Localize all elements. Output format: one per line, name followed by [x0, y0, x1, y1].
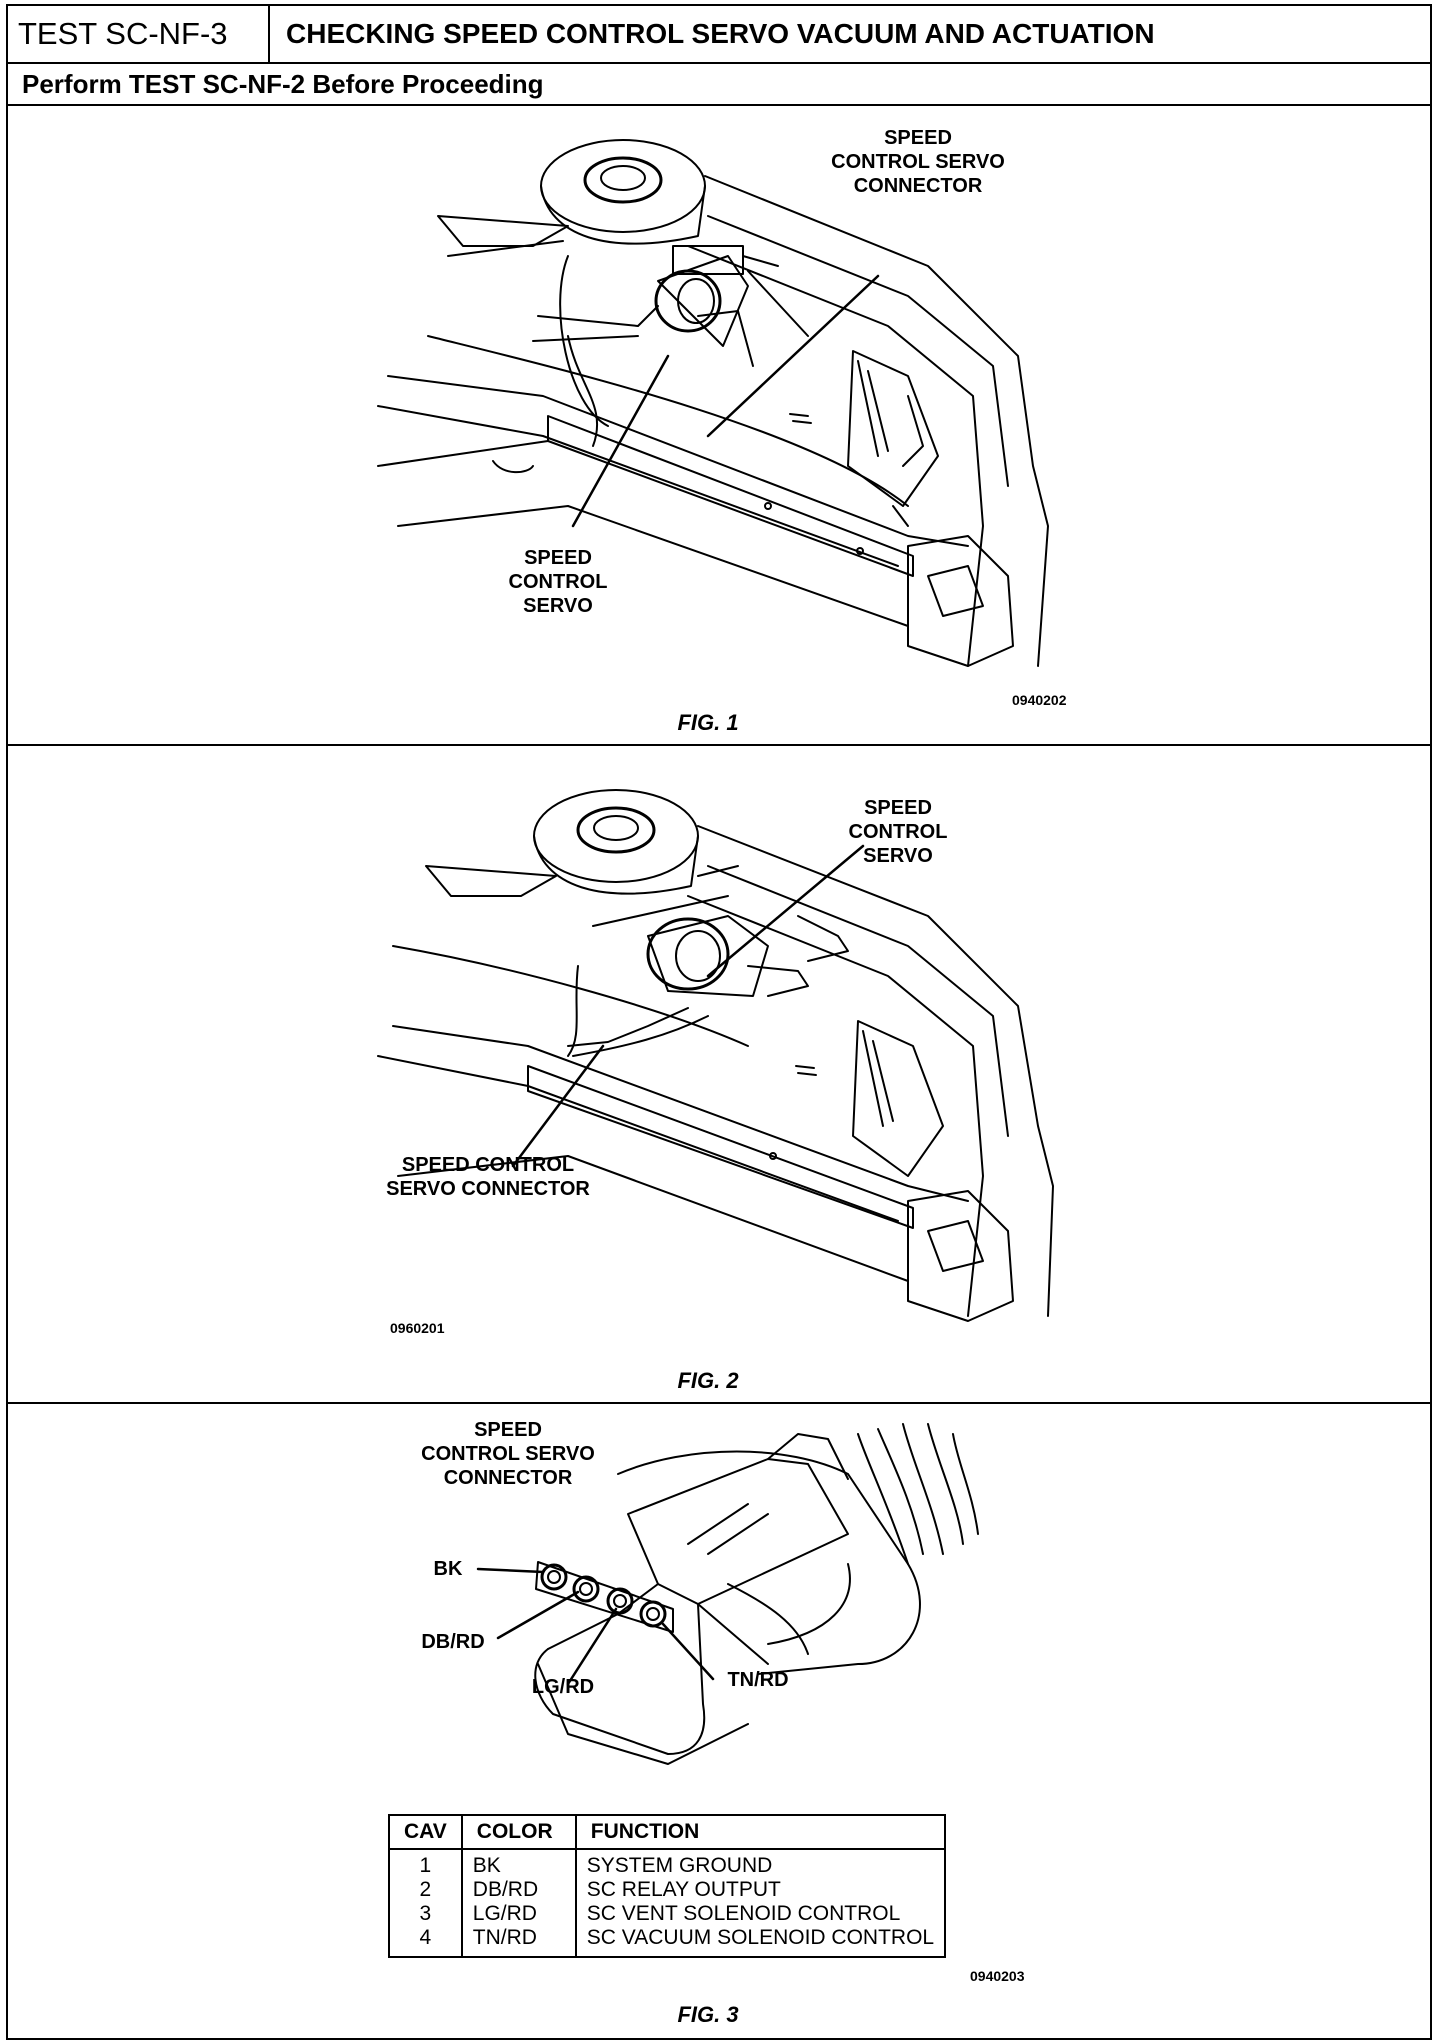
label-line: CONNECTOR: [853, 175, 983, 197]
fig3-caption: FIG. 3: [677, 2002, 739, 2027]
column-header: FUNCTION: [575, 1815, 946, 1850]
fig1-connector-label: SPEED CONTROL SERVO CONNECTOR: [788, 126, 1048, 198]
fig3-code: 0940203: [970, 1968, 1025, 1984]
figure-1-panel: SPEED CONTROL SERVO CONNECTOR SPEED CONT…: [8, 106, 1430, 746]
figure-1-illustration: [377, 139, 1049, 667]
label-line: SPEED: [884, 127, 952, 149]
label-line: CONTROL SERVO: [831, 151, 1005, 173]
fig2-caption: FIG. 2: [677, 1368, 739, 1393]
color-cell: TN/RD: [461, 1926, 577, 1957]
cav-cell: 3: [389, 1902, 463, 1926]
column-header: COLOR: [461, 1815, 577, 1850]
pin-label-bk: BK: [433, 1558, 463, 1580]
label-line: SERVO: [863, 845, 933, 867]
figure-2-illustration: [377, 789, 1054, 1322]
fig1-code: 0940202: [1012, 692, 1067, 708]
label-line: CONNECTOR: [443, 1467, 573, 1489]
label-line: SPEED CONTROL: [401, 1154, 575, 1176]
color-cell: DB/RD: [461, 1878, 577, 1902]
prerequisite-note: Perform TEST SC-NF-2 Before Proceeding: [8, 64, 1430, 106]
label-line: CONTROL: [508, 571, 608, 593]
table-row: 4 TN/RD SC VACUUM SOLENOID CONTROL: [389, 1926, 945, 1957]
figure-3-connector-illustration: [476, 1423, 979, 1765]
color-cell: LG/RD: [461, 1902, 577, 1926]
test-id: TEST SC-NF-3: [8, 6, 270, 62]
fig2-servo-label: SPEED CONTROL SERVO: [788, 796, 1008, 868]
figure-2-panel: SPEED CONTROL SERVO SPEED CONTROL SERVO …: [8, 746, 1430, 1404]
header-row: TEST SC-NF-3 CHECKING SPEED CONTROL SERV…: [8, 6, 1430, 64]
label-line: SERVO: [523, 595, 593, 617]
figure-3-panel: SPEED CONTROL SERVO CONNECTOR BK DB/RD L…: [8, 1404, 1430, 2038]
pin-label-tnrd: TN/RD: [727, 1669, 789, 1691]
fig2-connector-label: SPEED CONTROL SERVO CONNECTOR: [348, 1153, 628, 1201]
column-header: CAV: [389, 1815, 463, 1850]
label-line: SPEED: [474, 1419, 542, 1441]
function-cell: SYSTEM GROUND: [586, 1854, 773, 1877]
function-cell: SC VENT SOLENOID CONTROL: [586, 1902, 901, 1925]
fig2-code: 0960201: [390, 1320, 445, 1336]
cav-cell: 1: [389, 1849, 463, 1878]
fig1-servo-label: SPEED CONTROL SERVO: [458, 546, 658, 618]
pin-label-dbrd: DB/RD: [421, 1631, 485, 1653]
label-line: CONTROL: [848, 821, 948, 843]
connector-cavity-table: CAV COLOR FUNCTION 1 BK SYSTEM GROUND 2 …: [388, 1814, 947, 1958]
function-cell: SC RELAY OUTPUT: [586, 1878, 781, 1901]
table-row: 1 BK SYSTEM GROUND: [389, 1849, 945, 1878]
color-cell: BK: [461, 1849, 577, 1878]
label-line: SPEED: [864, 797, 932, 819]
table-header-row: CAV COLOR FUNCTION: [389, 1815, 946, 1850]
table-row: 2 DB/RD SC RELAY OUTPUT: [389, 1878, 945, 1902]
label-line: SERVO CONNECTOR: [386, 1178, 590, 1200]
fig3-connector-label: SPEED CONTROL SERVO CONNECTOR: [408, 1418, 608, 1490]
cav-cell: 2: [389, 1878, 463, 1902]
table-row: 3 LG/RD SC VENT SOLENOID CONTROL: [389, 1902, 945, 1926]
label-line: SPEED: [524, 547, 592, 569]
label-line: CONTROL SERVO: [421, 1443, 595, 1465]
function-cell: SC VACUUM SOLENOID CONTROL: [586, 1926, 935, 1949]
cav-cell: 4: [389, 1926, 463, 1957]
test-procedure-sheet: TEST SC-NF-3 CHECKING SPEED CONTROL SERV…: [6, 4, 1432, 2040]
test-title: CHECKING SPEED CONTROL SERVO VACUUM AND …: [286, 18, 1155, 49]
pin-label-lgrd: LG/RD: [531, 1676, 595, 1698]
fig1-caption: FIG. 1: [677, 710, 739, 735]
